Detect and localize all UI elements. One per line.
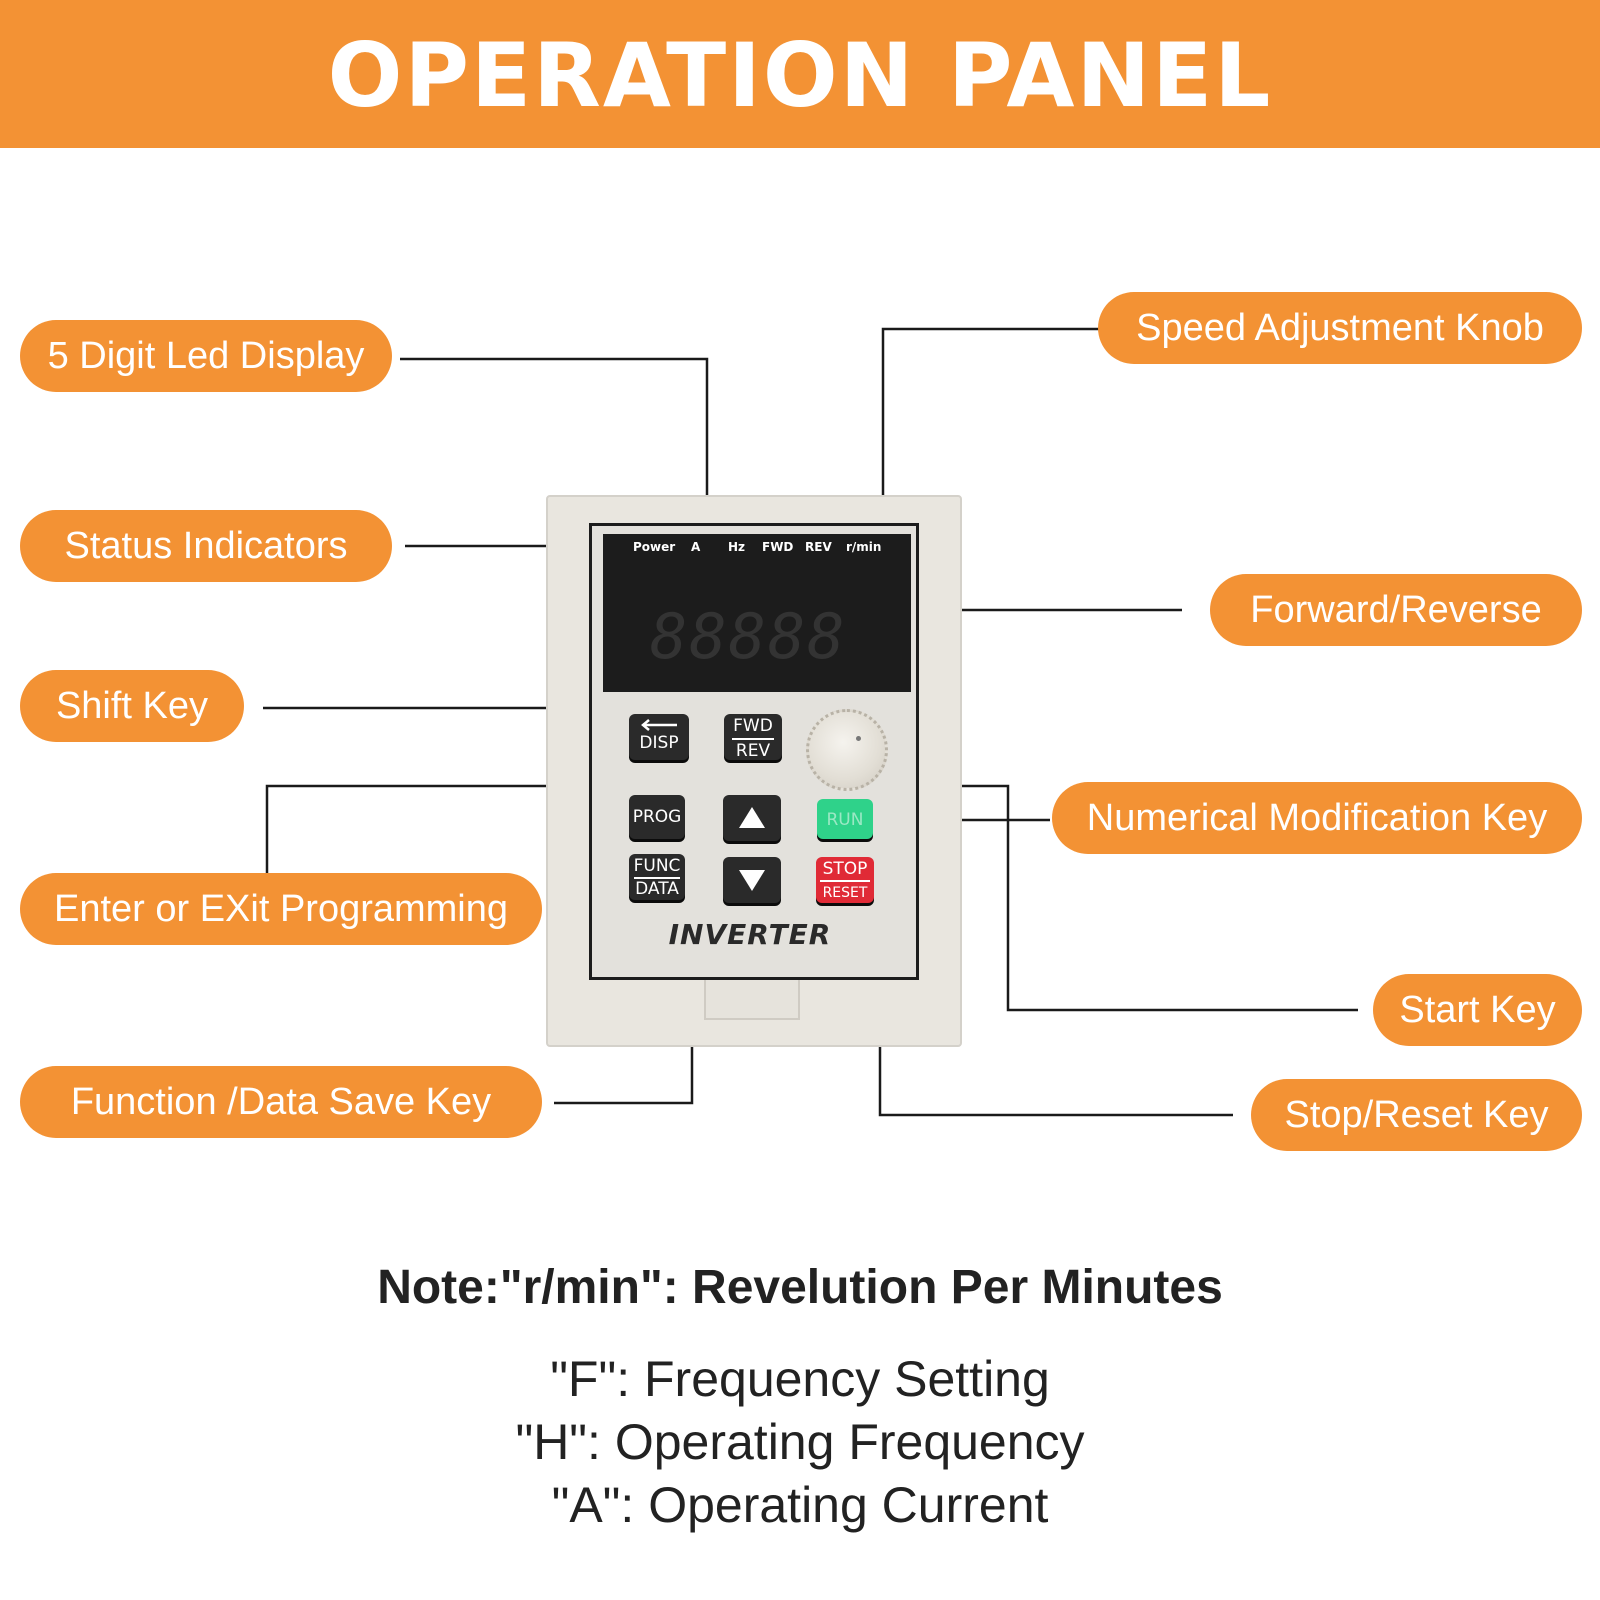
display-digits: 88888	[650, 600, 847, 673]
note-line-f: "F": Frequency Setting	[550, 1351, 1050, 1407]
triangle-down-icon	[739, 870, 765, 891]
callout-digit-display: 5 Digit Led Display	[20, 320, 392, 392]
run-key[interactable]: RUN	[817, 799, 873, 839]
run-key-label: RUN	[826, 810, 864, 830]
disp-key-label: DISP	[639, 733, 679, 753]
callout-speed-knob: Speed Adjustment Knob	[1098, 292, 1582, 364]
triangle-up-icon	[739, 807, 765, 828]
knob-indicator-dot	[856, 736, 861, 741]
panel-latch	[704, 980, 800, 1020]
func-key-label: FUNC	[633, 856, 681, 876]
disp-shift-key[interactable]: DISP	[629, 714, 689, 760]
speed-adjustment-knob[interactable]	[806, 709, 888, 791]
fwd-key-label: FWD	[733, 716, 773, 736]
callout-shift-key: Shift Key	[20, 670, 244, 742]
indicator-hz: Hz	[728, 540, 746, 554]
note-line-h: "H": Operating Frequency	[515, 1414, 1085, 1470]
indicator-a: A	[691, 540, 701, 554]
callout-start-key: Start Key	[1373, 974, 1582, 1046]
header-banner	[0, 0, 1600, 148]
left-arrow-icon	[641, 719, 677, 731]
data-key-label: DATA	[634, 877, 680, 899]
note-line-a: "A": Operating Current	[551, 1477, 1049, 1533]
reset-key-label: RESET	[820, 880, 870, 903]
callout-func-data: Function /Data Save Key	[20, 1066, 542, 1138]
callout-enter-exit: Enter or EXit Programming	[20, 873, 542, 945]
callout-status-indicators: Status Indicators	[20, 510, 392, 582]
callout-num-mod: Numerical Modification Key	[1052, 782, 1582, 854]
stop-key-label: STOP	[822, 859, 868, 879]
up-key[interactable]	[723, 795, 781, 841]
page-title: OPERATION PANEL	[327, 24, 1273, 127]
callout-stop-reset: Stop/Reset Key	[1251, 1079, 1582, 1151]
prog-key[interactable]: PROG	[629, 795, 685, 839]
prog-key-label: PROG	[632, 807, 682, 827]
rev-key-label: REV	[732, 738, 774, 761]
brand-label: INVERTER	[668, 918, 832, 951]
indicator-rmin: r/min	[846, 540, 882, 554]
stop-reset-key[interactable]: STOP RESET	[816, 857, 874, 903]
led-display	[603, 534, 911, 692]
down-key[interactable]	[723, 857, 781, 903]
leader-enter-exit	[265, 784, 683, 873]
indicator-fwd: FWD	[762, 540, 794, 554]
fwd-rev-key[interactable]: FWD REV	[724, 714, 782, 761]
callout-fwd-rev: Forward/Reverse	[1210, 574, 1582, 646]
func-data-key[interactable]: FUNC DATA	[629, 854, 685, 900]
note-heading: Note:"r/min": Revelution Per Minutes	[377, 1261, 1223, 1314]
indicator-power: Power	[633, 540, 676, 554]
indicator-rev: REV	[805, 540, 832, 554]
